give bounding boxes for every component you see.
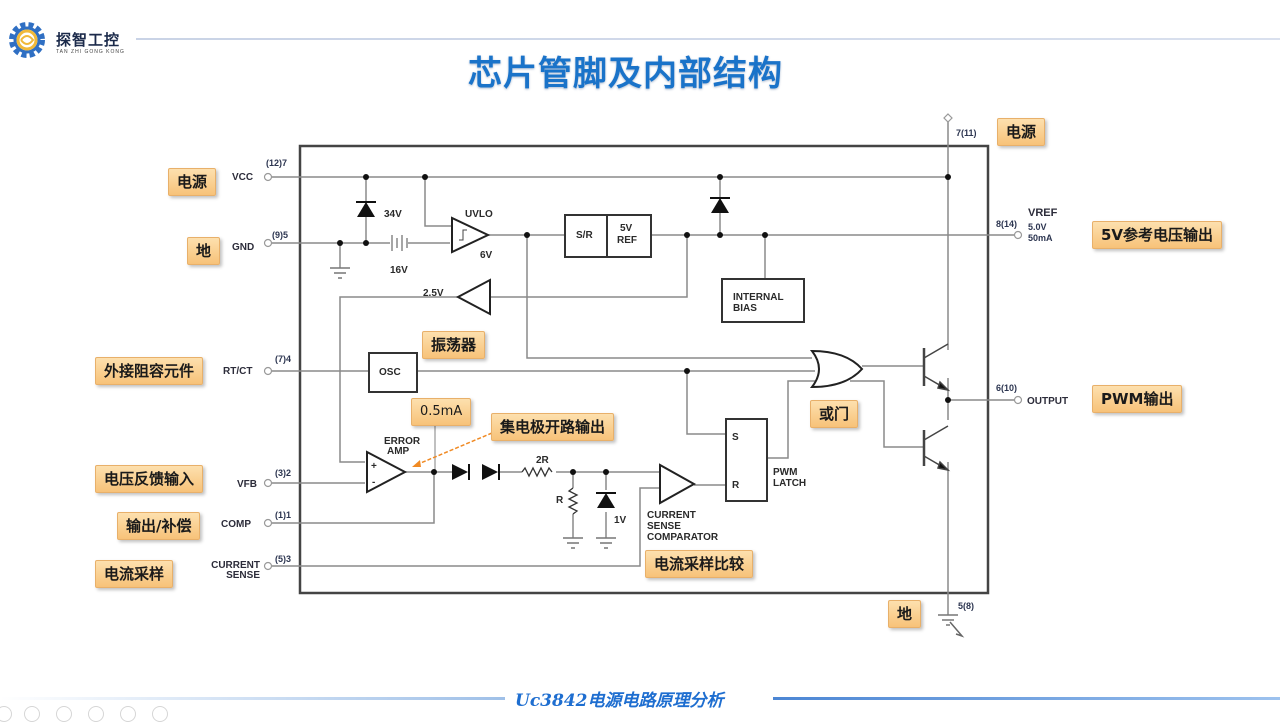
osc-label: OSC <box>379 367 401 378</box>
zener-1v-icon <box>596 492 616 508</box>
ref-5v-label: 5V <box>620 223 633 234</box>
footer-title: Uc3842电源电路原理分析 <box>515 691 724 711</box>
sr-label: S/R <box>576 230 593 241</box>
pin-comp-name: COMP <box>221 519 251 530</box>
zener-1v-label: 1V <box>614 515 627 526</box>
pin-output-number: 6(10) <box>996 383 1018 393</box>
resistor-r-icon <box>567 487 579 515</box>
pin-vfb-number: (3)2 <box>275 468 292 478</box>
footer-divider-left <box>0 697 505 700</box>
minus-label: - <box>372 477 376 488</box>
diode-pair-icon <box>452 464 500 480</box>
pin-gnd-out-number: 5(8) <box>958 601 975 611</box>
pin-vcc-out-number: 7(11) <box>956 128 977 138</box>
tag-vcc-out: 电源 <box>997 118 1046 146</box>
vcc-top-pin <box>943 113 953 123</box>
pin-vref-name: VREF <box>1028 207 1058 219</box>
pin-gnd-number: (9)5 <box>272 230 289 240</box>
header-divider <box>136 38 1280 40</box>
current-sense-line <box>270 487 660 567</box>
internal-bias-block: INTERNAL BIAS <box>721 278 805 323</box>
cs-comparator-label-2: SENSE <box>647 521 681 532</box>
resistor-2r-icon <box>521 466 553 478</box>
current-sense-comparator-icon <box>659 463 697 505</box>
tag-output: PWM输出 <box>1092 385 1183 413</box>
page-title: 芯片管脚及内部结构 <box>468 54 783 94</box>
tag-current-source: 0.5mA <box>411 398 472 426</box>
pwm-latch-label-1: PWM <box>773 467 798 478</box>
pin-output-name: OUTPUT <box>1027 396 1069 407</box>
diode-vcc-icon <box>710 197 730 213</box>
pwm-latch-label-2: LATCH <box>773 478 807 489</box>
error-amp-label-2: AMP <box>387 446 410 457</box>
uvlo-label: UVLO <box>465 209 493 220</box>
internal-label: INTERNAL <box>733 292 784 303</box>
ref-label: REF <box>617 235 637 246</box>
ref-2-5v-label: 2.5V <box>423 288 444 299</box>
pin-gnd-name: GND <box>232 242 255 253</box>
tag-current-sense: 电流采样 <box>95 560 174 588</box>
uvlo-comparator-icon <box>451 216 491 254</box>
tag-gnd: 地 <box>187 237 221 265</box>
cs-comparator-label-1: CURRENT <box>647 510 696 521</box>
chip-outline <box>298 144 990 595</box>
tag-vfb: 电压反馈输入 <box>95 465 204 493</box>
tag-cs-compare: 电流采样比较 <box>645 550 754 578</box>
ground-symbols <box>330 267 958 626</box>
latch-r-label: R <box>732 480 740 491</box>
bias-label: BIAS <box>733 303 757 314</box>
pin-vcc-name: VCC <box>232 172 254 183</box>
battery-16v-icon <box>391 235 408 251</box>
plus-label: + <box>371 461 377 472</box>
zener-34v-label: 34V <box>384 209 402 220</box>
logo-subtitle: TAN ZHI GONG KONG <box>56 49 125 55</box>
tag-or-gate: 或门 <box>810 400 859 428</box>
uvlo-6v-label: 6V <box>480 250 493 261</box>
pin-comp-number: (1)1 <box>275 510 292 520</box>
pin-vfb-name: VFB <box>237 479 257 490</box>
tag-gnd-out: 地 <box>888 600 922 628</box>
error-amp-icon <box>366 450 408 494</box>
logo-text: 探智工控 <box>56 31 121 49</box>
zener-34v-icon <box>356 201 376 217</box>
tag-vref: 5V参考电压输出 <box>1092 221 1223 249</box>
tag-oscillator: 振荡器 <box>422 331 486 359</box>
resistor-r-label: R <box>556 495 564 506</box>
pin-vref-current: 50mA <box>1028 233 1053 243</box>
tag-open-collector: 集电极开路输出 <box>491 413 615 441</box>
transistor-bottom-icon <box>922 425 951 472</box>
or-gate-icon <box>809 349 864 389</box>
tag-comp: 输出/补偿 <box>117 512 201 540</box>
annotation-arrow-icon <box>415 432 493 466</box>
error-amp-label-1: ERROR <box>384 436 421 447</box>
logo <box>4 20 50 60</box>
footer-divider-right <box>773 697 1280 700</box>
sr-5vref-block: S/R 5V REF <box>564 214 652 258</box>
pin-current-sense-number: (5)3 <box>275 554 292 564</box>
tag-vcc: 电源 <box>168 168 217 196</box>
tag-rtct: 外接阻容元件 <box>95 357 204 385</box>
pin-vcc-number: (12)7 <box>266 158 288 168</box>
battery-16v-label: 16V <box>390 265 408 276</box>
pin-current-sense-name: CURRENT SENSE <box>211 560 260 581</box>
transistor-top-icon <box>922 343 951 392</box>
pwm-latch-block: S R <box>725 418 768 502</box>
latch-s-label: S <box>732 432 739 443</box>
pin-vref-voltage: 5.0V <box>1028 222 1047 232</box>
osc-block: OSC <box>368 352 418 393</box>
resistor-2r-label: 2R <box>536 455 549 466</box>
pin-rtct-number: (7)4 <box>275 354 292 364</box>
pin-vref-number: 8(14) <box>996 219 1018 229</box>
pin-rtct-name: RT/CT <box>223 366 253 377</box>
cs-comparator-label-3: COMPARATOR <box>647 532 719 543</box>
gear-logo-icon <box>9 22 45 58</box>
